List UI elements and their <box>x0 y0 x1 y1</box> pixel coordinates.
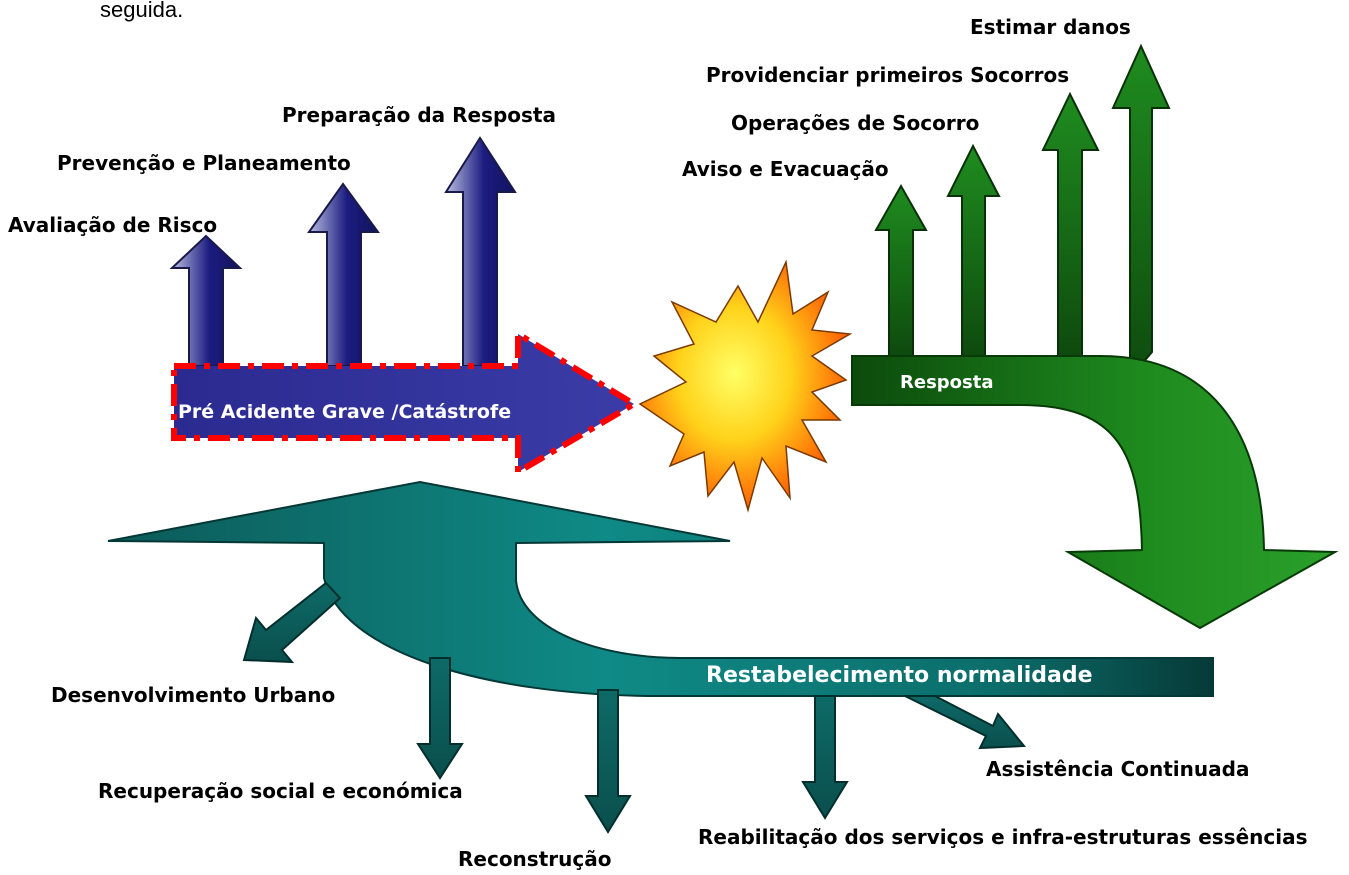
arrow-desenvolvimento-urbano <box>242 581 342 664</box>
pre-main-arrow <box>171 328 640 478</box>
label-reconstrucao: Reconstrução <box>458 847 611 871</box>
label-operacoes-socorro: Operações de Socorro <box>731 111 979 135</box>
arrow-estimar-danos <box>1111 43 1171 381</box>
intro-text: seguida. <box>100 0 184 22</box>
arrow-preparacao-resposta <box>444 136 517 367</box>
label-avaliacao-risco: Avaliação de Risco <box>8 213 217 237</box>
arrow-recuperacao-social <box>416 657 464 780</box>
label-preparacao-resposta: Preparação da Resposta <box>282 103 556 127</box>
label-recuperacao-social: Recuperação social e económica <box>98 779 463 803</box>
label-restabelecimento: Restabelecimento normalidade <box>706 663 1093 688</box>
label-primeiros-socorros: Providenciar primeiros Socorros <box>706 63 1069 87</box>
label-pre-acidente: Pré Acidente Grave /Catástrofe <box>178 401 511 423</box>
pre-up-arrows <box>169 136 517 367</box>
label-estimar-danos: Estimar danos <box>970 15 1131 39</box>
response-curved-arrow <box>851 355 1339 630</box>
label-resposta: Resposta <box>900 372 994 393</box>
label-aviso-evacuacao: Aviso e Evacuação <box>682 157 889 181</box>
arrow-prevencao-planeamento <box>307 182 380 367</box>
arrow-reconstrucao <box>584 689 632 834</box>
arrow-aviso-evacuacao <box>874 183 928 357</box>
recovery-arrow <box>107 480 1214 697</box>
recovery-sub-arrows <box>242 581 1027 834</box>
arrow-assistencia-continuada <box>904 695 1027 750</box>
response-up-arrows <box>874 43 1171 381</box>
arrow-primeiros-socorros <box>1041 91 1100 357</box>
label-prevencao-planeamento: Prevenção e Planeamento <box>57 151 351 175</box>
label-desenvolvimento-urbano: Desenvolvimento Urbano <box>51 683 335 707</box>
label-assistencia-continuada: Assistência Continuada <box>986 757 1249 781</box>
arrow-avaliacao-risco <box>169 234 243 367</box>
arrow-operacoes-socorro <box>946 143 1001 357</box>
arrow-reabilitacao <box>801 695 849 820</box>
disaster-burst-icon <box>638 259 853 513</box>
label-reabilitacao: Reabilitação dos serviços e infra-estrut… <box>698 825 1308 849</box>
